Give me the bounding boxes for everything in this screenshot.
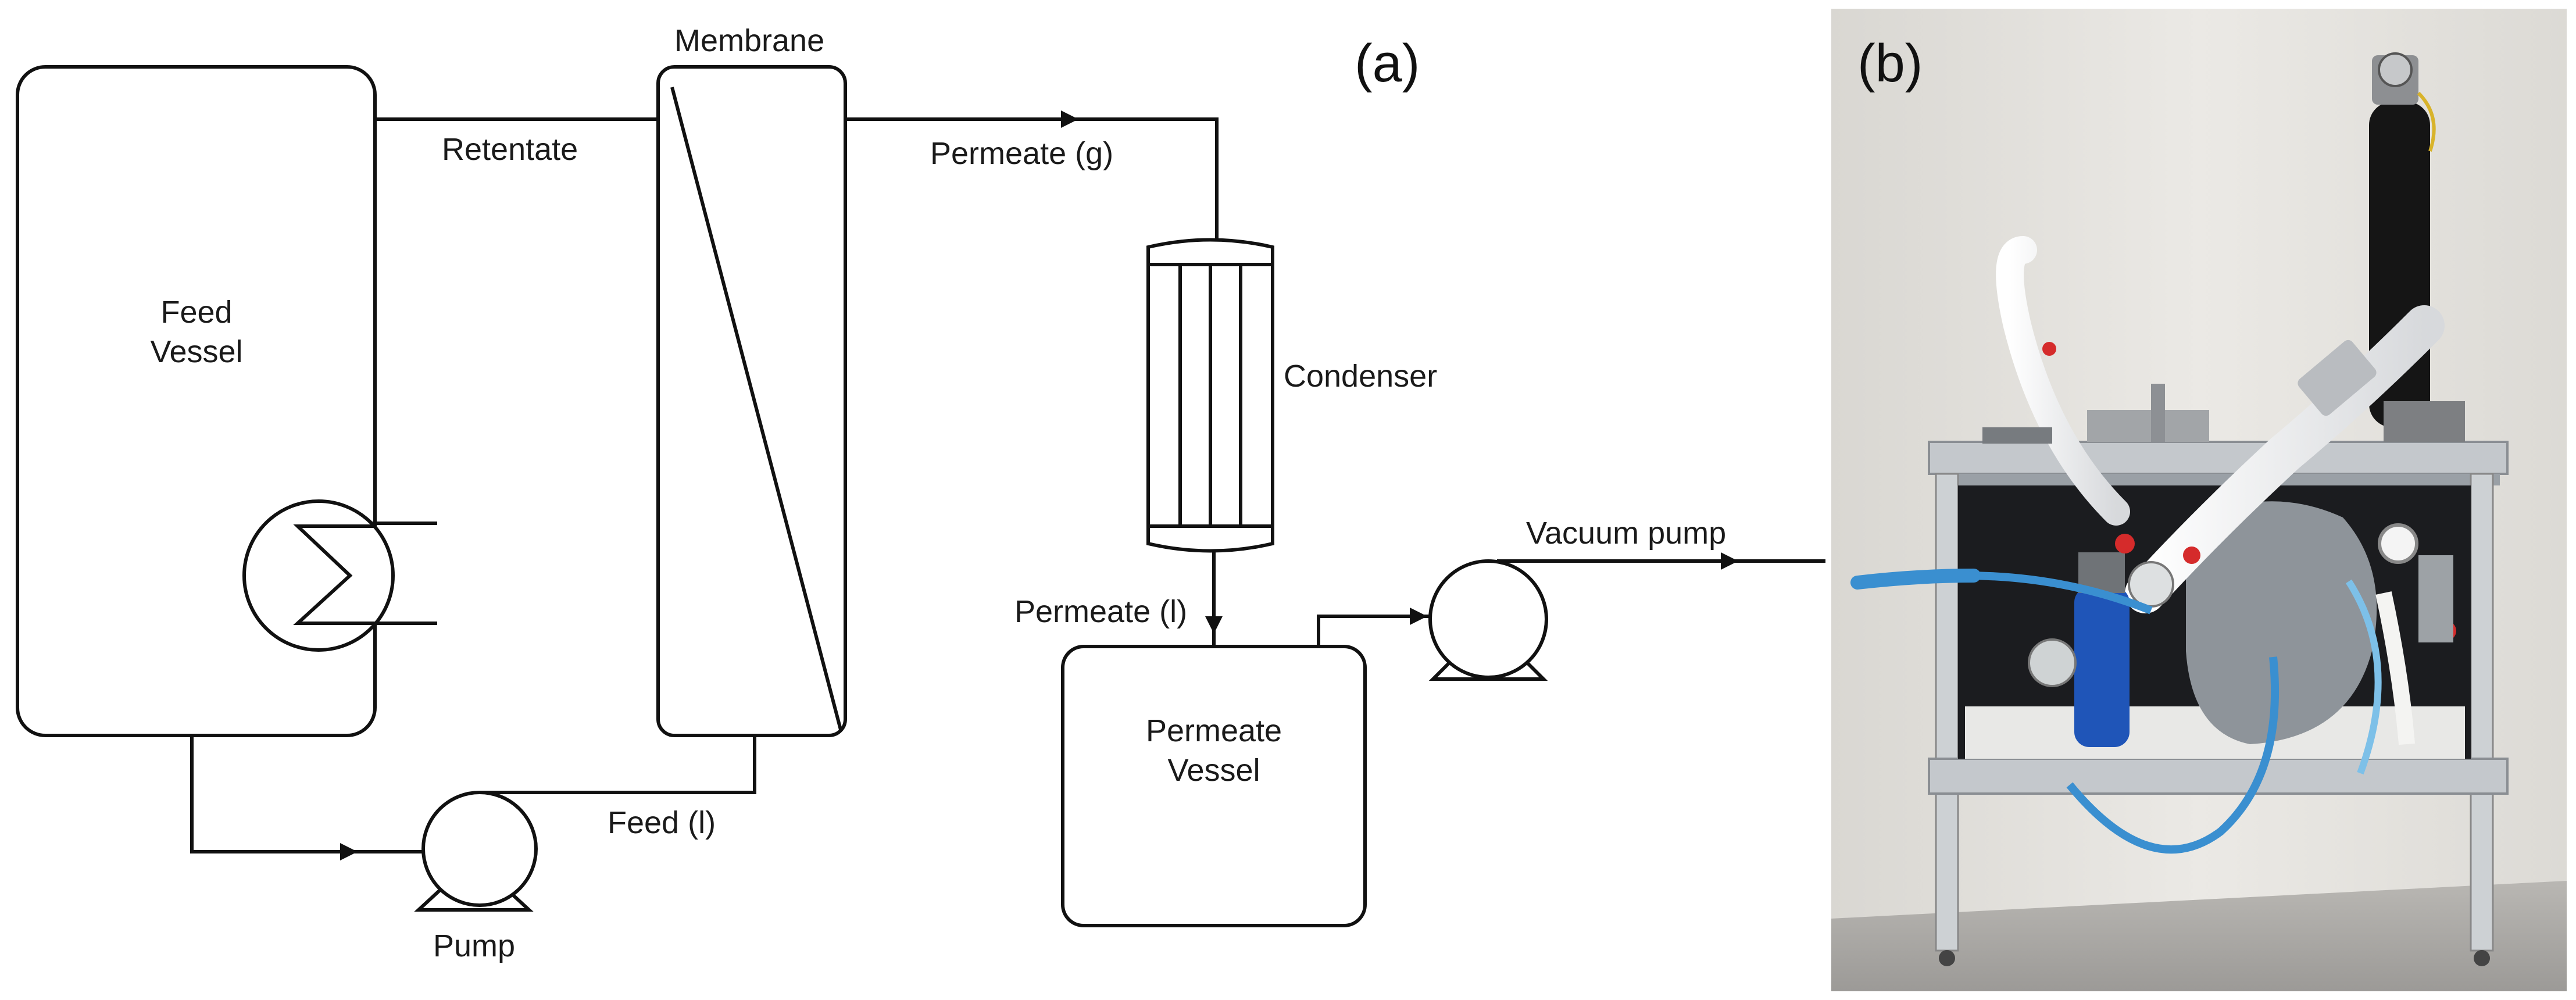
red-valve-2 <box>2183 547 2200 564</box>
pump-label: Pump <box>433 928 515 963</box>
permeate-gas-line: Permeate (g) <box>845 110 1219 247</box>
blue-hoses <box>1850 569 2382 854</box>
vacuum-pump-icon <box>1428 559 1548 681</box>
photo-floor <box>1831 881 2567 991</box>
permeate-l-label: Permeate (l) <box>1014 594 1187 629</box>
photo-panel: (b) <box>1831 9 2567 991</box>
panel-label-a: (a) <box>1355 34 1420 93</box>
permeate-g-label: Permeate (g) <box>930 136 1113 171</box>
heat-exchanger-icon <box>242 499 437 652</box>
permeate-vessel-label-line2: Vessel <box>1167 753 1260 788</box>
membrane-label: Membrane <box>674 23 824 58</box>
glass-flask-left <box>2028 638 2077 687</box>
insulation-bag <box>2186 501 2377 744</box>
vacuum-pump: Vacuum pump <box>1317 516 1825 681</box>
feed-vessel-label-line1: Feed <box>160 295 232 330</box>
permeate-liquid-line: Permeate (l) <box>1014 551 1223 647</box>
condenser: Condenser <box>1146 238 1437 553</box>
pump-icon <box>414 791 538 912</box>
feed-l-label: Feed (l) <box>608 805 716 840</box>
schematic-panel: (a) Feed Vessel Membrane Retentate Perm <box>16 23 1825 963</box>
panel-label-b: (b) <box>1857 34 1923 93</box>
condenser-label: Condenser <box>1284 359 1437 394</box>
vacuum-pump-label: Vacuum pump <box>1526 516 1726 551</box>
retentate-label: Retentate <box>442 132 578 167</box>
permeate-vessel-label-line1: Permeate <box>1146 713 1282 748</box>
retentate-line: Retentate <box>375 117 658 167</box>
pressure-gauge <box>2378 523 2418 564</box>
feed-pump: Feed (l) Pump <box>190 735 756 963</box>
permeate-vessel: Permeate Vessel <box>1061 645 1367 927</box>
membrane-module: Membrane <box>656 23 847 737</box>
glass-flask-right <box>2128 561 2174 608</box>
red-valve-1 <box>2115 534 2135 553</box>
blue-cylinder <box>2074 587 2130 747</box>
feed-vessel-label-line2: Vessel <box>150 334 242 369</box>
